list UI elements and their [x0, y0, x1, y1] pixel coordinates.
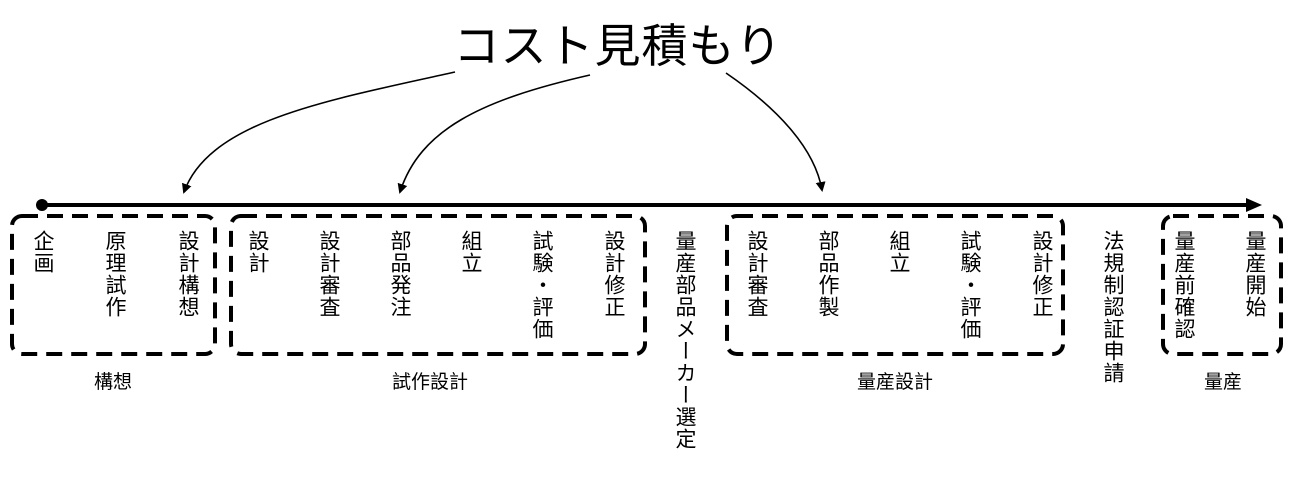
step-sekkei-shusei-2: 設計修正: [1030, 230, 1054, 318]
step-sekkei-shinsa-2: 設計審査: [745, 230, 769, 318]
group-box-shisaku-sekkei: [229, 214, 647, 356]
group-box-koso: [10, 214, 217, 356]
step-shiken-hyoka-2: 試験・評価: [958, 230, 982, 340]
step-kumitate-1: 組立: [459, 230, 483, 274]
group-box-ryosan-sekkei: [725, 214, 1065, 356]
estimate-arrow-ryosan-sekkei: [725, 72, 826, 192]
group-label-ryosan: 量産: [1203, 371, 1243, 393]
step-maker-sentei: 量産部品メーカー選定: [673, 230, 697, 450]
group-label-ryosan-sekkei: 量産設計: [856, 371, 934, 393]
group-label-koso: 構想: [93, 371, 133, 393]
step-sekkei-shinsa-1: 設計審査: [317, 230, 341, 318]
step-shiken-hyoka-1: 試験・評価: [530, 230, 554, 340]
step-kumitate-2: 組立: [887, 230, 911, 274]
step-kikaku: 企画: [31, 230, 55, 274]
diagram-title: コスト見積もり: [453, 19, 783, 73]
timeline-arrowhead: [1246, 198, 1262, 212]
step-buhin-hatchu: 部品発注: [388, 230, 412, 318]
group-label-shisaku-sekkei: 試作設計: [391, 371, 469, 393]
estimate-arrow-koso: [182, 71, 456, 194]
step-sekkei-koso: 設計構想: [176, 230, 200, 318]
estimate-arrow-shisaku: [397, 74, 591, 194]
step-buhin-sakusei: 部品作製: [816, 230, 840, 318]
step-hoki-ninsho: 法規制認証申請: [1101, 230, 1125, 384]
step-sekkei-shusei-1: 設計修正: [602, 230, 626, 318]
step-ryosan-kaishi: 量産開始: [1243, 230, 1267, 318]
step-sekkei: 設計: [246, 230, 270, 274]
step-genri-shisaku: 原理試作: [103, 230, 127, 318]
step-ryosan-mae-kakunin: 量産前確認: [1172, 230, 1196, 340]
